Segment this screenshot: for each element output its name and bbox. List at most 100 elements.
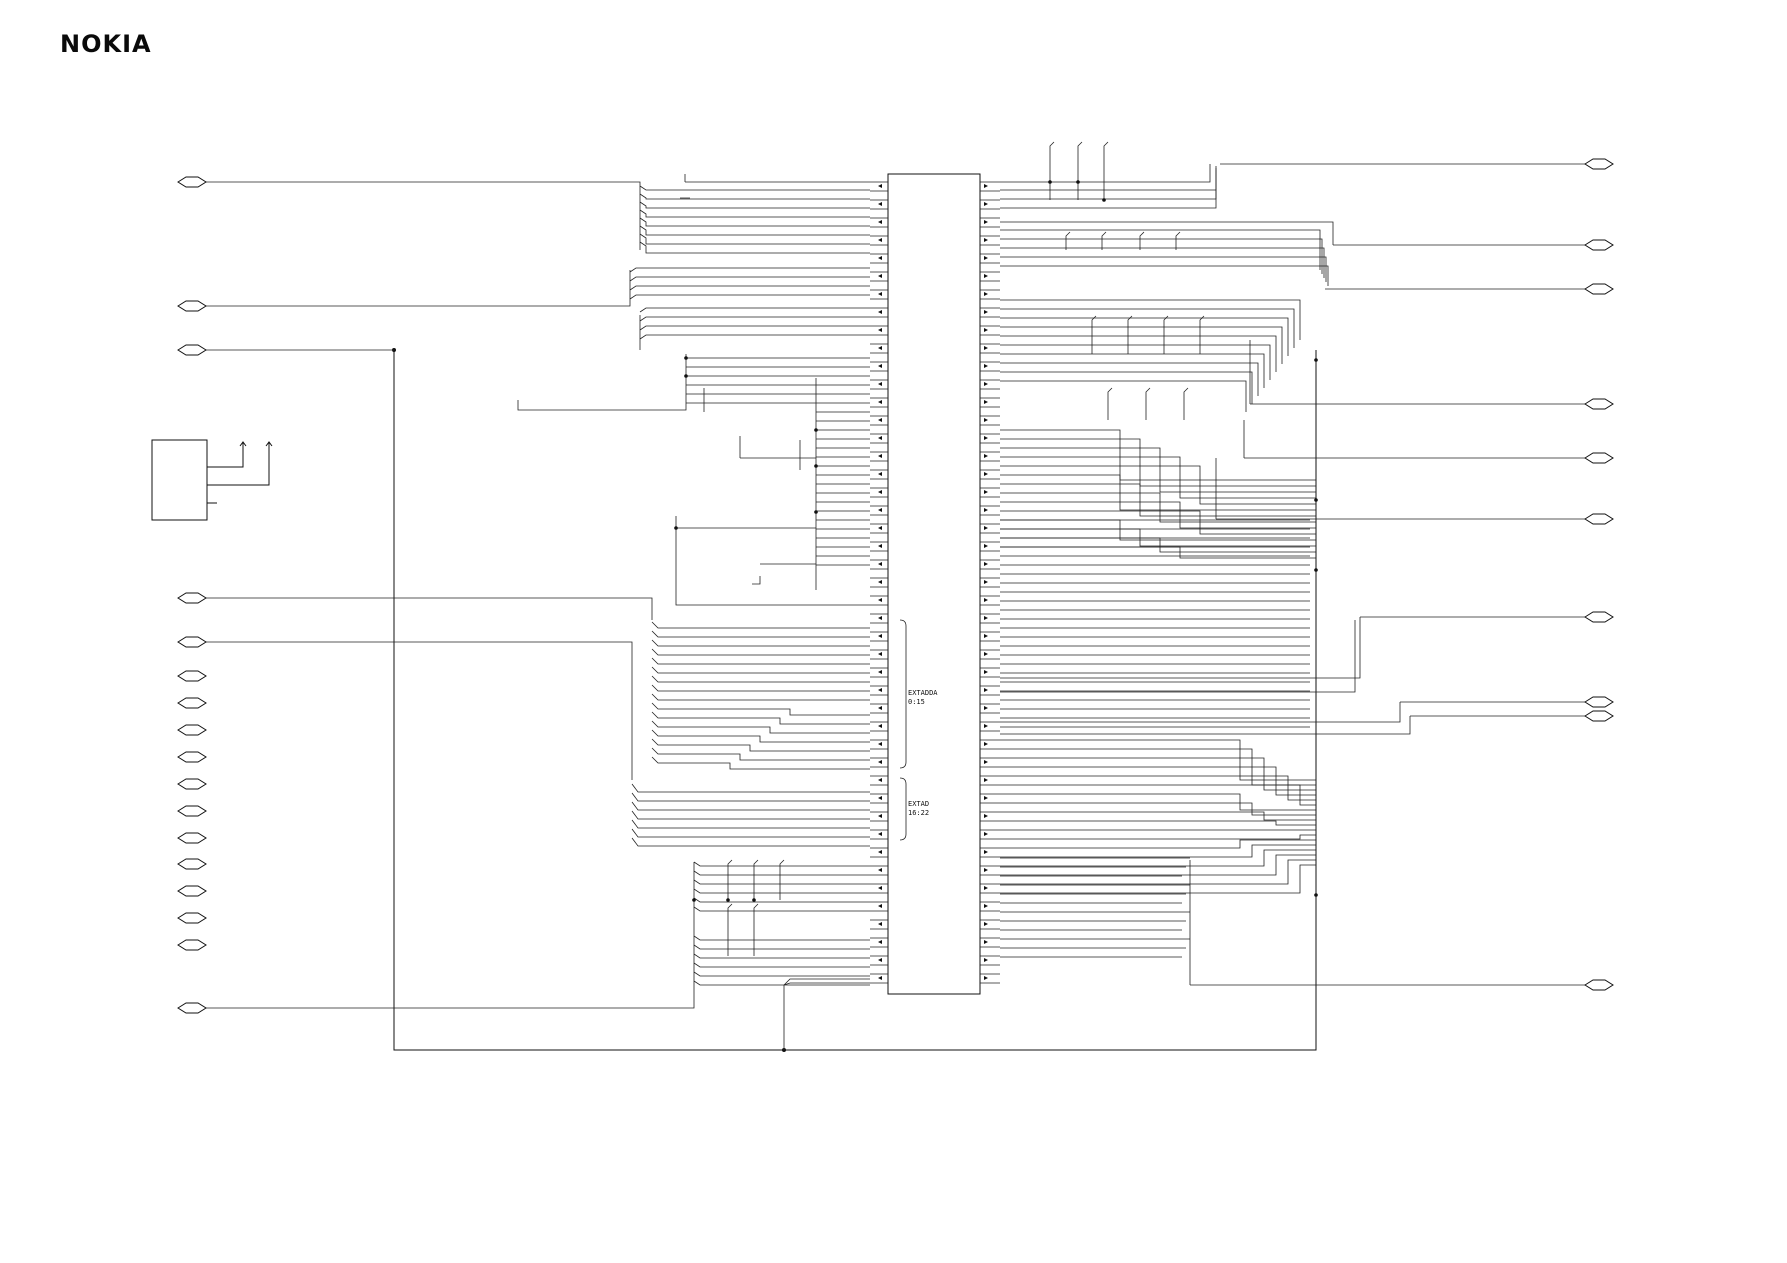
- wire-right: [1000, 299, 1301, 340]
- wire-bus-extadda: [651, 711, 870, 725]
- pin-arrow-left: [878, 940, 882, 944]
- wire-bus-extadda: [651, 630, 870, 638]
- off-page-connector-right: [1584, 611, 1614, 623]
- pin-arrow-left: [878, 310, 882, 314]
- wire-right: [1000, 834, 1316, 840]
- pin-arrow-right: [984, 562, 988, 566]
- wire-right: [1000, 474, 1316, 511]
- pin-arrow-left: [878, 202, 882, 206]
- wire-right: [1243, 420, 1585, 459]
- wire-bus: [629, 285, 870, 291]
- wire-pullup: [1077, 141, 1083, 200]
- pin-arrow-left: [878, 256, 882, 260]
- junction-dot: [674, 526, 678, 530]
- wire-pullup: [1183, 387, 1189, 420]
- wire-bus-extad: [631, 792, 870, 802]
- pin-arrow-left: [878, 652, 882, 656]
- wire-bus-lower: [693, 971, 870, 977]
- wire-right: [1000, 438, 1316, 487]
- bus-label-extad: EXTAD: [908, 800, 929, 808]
- off-page-connector-right: [1584, 158, 1614, 170]
- pin-arrow-right: [984, 346, 988, 350]
- pin-arrow-right: [984, 436, 988, 440]
- off-page-connector-left: [177, 778, 207, 790]
- wire-pullup: [1139, 231, 1145, 250]
- wire-bus-extadda: [651, 756, 870, 770]
- wire-trunk: [206, 597, 653, 620]
- pin-arrow-left: [878, 688, 882, 692]
- wire-right: [1000, 229, 1321, 270]
- wire-right: [1000, 317, 1289, 356]
- pin-arrow-right: [984, 778, 988, 782]
- pin-arrow-left: [878, 472, 882, 476]
- wire-bus-extadda: [651, 720, 870, 734]
- pin-arrow-right: [984, 328, 988, 332]
- wire-bus-lower: [693, 944, 870, 950]
- off-page-connector-left: [177, 805, 207, 817]
- pin-arrow-right: [984, 238, 988, 242]
- wire-bus-extadda: [651, 621, 870, 629]
- pin-arrow-right: [984, 400, 988, 404]
- pin-arrow-right: [984, 670, 988, 674]
- pin-arrow-right: [984, 202, 988, 206]
- pin-arrow-left: [878, 490, 882, 494]
- wire-bus-top: [639, 233, 870, 245]
- off-page-connector-right: [1584, 710, 1614, 722]
- wire-bus-extadda: [651, 675, 870, 683]
- wire-bus: [639, 316, 870, 322]
- port-group: [177, 158, 1614, 1014]
- wire-bus-lower: [693, 879, 870, 885]
- wire-right: [1000, 483, 1316, 517]
- wire-right: [1000, 170, 1217, 209]
- wire-right: [1189, 860, 1585, 986]
- pin-arrow-right: [984, 976, 988, 980]
- off-page-connector-right: [1584, 239, 1614, 251]
- wire-right: [1000, 864, 1316, 894]
- pin-arrow-left: [878, 634, 882, 638]
- pin-arrow-right: [984, 760, 988, 764]
- wire-right: [1000, 528, 1316, 547]
- pin-arrow-right: [984, 580, 988, 584]
- off-page-connector-left: [177, 636, 207, 648]
- pin-arrow-left: [878, 868, 882, 872]
- wire-right: [1000, 849, 1316, 867]
- wire-bus-extadda: [651, 639, 870, 647]
- pin-arrow-left: [878, 508, 882, 512]
- wire-pullup: [1175, 231, 1181, 250]
- off-page-connector-left: [177, 344, 207, 356]
- pin-arrow-left: [878, 364, 882, 368]
- off-page-connector-right: [1584, 979, 1614, 991]
- off-page-connector-left: [177, 697, 207, 709]
- wire-bus-extad: [631, 819, 870, 829]
- pin-arrow-right: [984, 886, 988, 890]
- wire-bus-extadda: [651, 747, 870, 761]
- wire-bus-extad: [631, 783, 870, 793]
- wire-bus: [639, 307, 870, 313]
- wire-vcc: [739, 436, 816, 459]
- wire-bus-lower: [693, 962, 870, 968]
- pin-arrow-right: [984, 274, 988, 278]
- off-page-connector-left: [177, 670, 207, 682]
- oscillator-wires: [207, 442, 270, 504]
- wire-bus-extadda: [651, 657, 870, 665]
- wire-pullup: [753, 903, 759, 956]
- wire-bus-lower: [693, 870, 870, 876]
- wire-right: [1000, 616, 1585, 679]
- off-page-connector-right: [1584, 696, 1614, 708]
- bus-label-extad-range: 16:22: [908, 809, 929, 817]
- junction-dot: [692, 898, 696, 902]
- off-page-connector-right: [1584, 283, 1614, 295]
- pin-arrow-right: [984, 418, 988, 422]
- wire-bus-top: [639, 193, 870, 200]
- pin-arrow-left: [878, 958, 882, 962]
- pin-arrow-right: [984, 454, 988, 458]
- wire-bus-extad: [631, 810, 870, 820]
- pin-arrow-right: [984, 706, 988, 710]
- wire-right: [1000, 326, 1283, 364]
- wire-bus-lower: [693, 888, 870, 894]
- wire-bus-top: [639, 217, 870, 227]
- wire-right: [1000, 766, 1316, 796]
- wire-trunk: [206, 270, 631, 307]
- wire-right: [1000, 739, 1316, 781]
- off-page-connector-left: [177, 592, 207, 604]
